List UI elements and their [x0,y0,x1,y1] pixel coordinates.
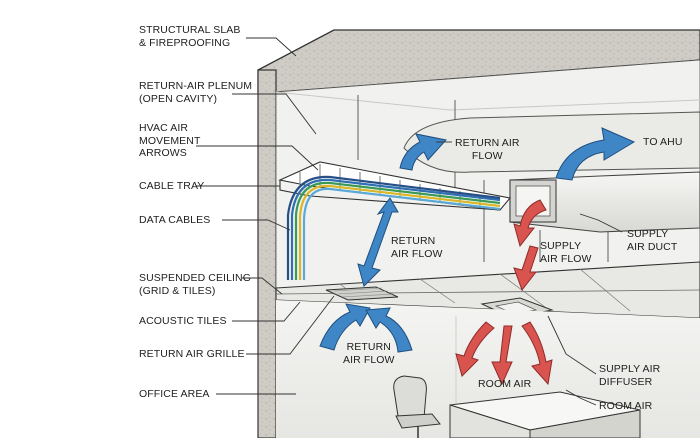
data-cables-bundle [286,175,501,280]
supply-air-duct [509,171,700,233]
office-chair-icon [393,375,441,438]
return-duct [403,111,700,173]
desk-icon [449,391,641,438]
supply-air-arrow-icons [455,199,553,386]
left-wall [257,69,277,438]
return-air-arrow-icons [319,127,636,353]
leader-lines [196,37,623,406]
